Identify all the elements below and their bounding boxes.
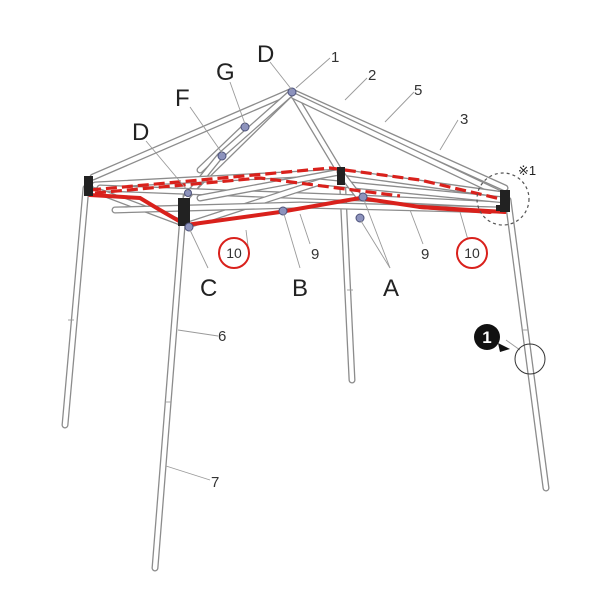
label-part-7: 7 xyxy=(211,474,219,491)
label-d-top: D xyxy=(257,41,274,68)
svg-text:10: 10 xyxy=(464,245,480,261)
svg-text:1: 1 xyxy=(482,328,491,347)
label-b: B xyxy=(292,275,308,302)
leader-lines xyxy=(145,57,521,481)
leg-back-left xyxy=(61,184,90,429)
joint-f xyxy=(217,151,227,161)
step-badge-1: 1 xyxy=(474,324,510,352)
label-part-1: 1 xyxy=(331,49,339,66)
detail-ring-leg xyxy=(514,343,546,375)
bracket-back-middle xyxy=(337,167,345,185)
bracket-front-left xyxy=(178,198,190,226)
callout-part-10-right: 10 xyxy=(456,237,488,269)
label-d-side: D xyxy=(132,119,149,146)
joint-d-top xyxy=(287,87,297,97)
label-c: C xyxy=(200,275,217,302)
callout-part-10-left: 10 xyxy=(218,237,250,269)
label-g: G xyxy=(216,59,235,86)
joint-d-side xyxy=(184,189,192,197)
leg-tube-marks xyxy=(68,289,528,403)
label-part-6: 6 xyxy=(218,328,226,345)
label-part-3: 3 xyxy=(460,111,468,128)
joint-a-upper xyxy=(358,192,368,202)
label-part-9-right: 9 xyxy=(421,246,429,263)
label-reference-note: ※1 xyxy=(518,163,536,178)
bracket-back-left xyxy=(84,176,93,196)
label-part-9-left: 9 xyxy=(311,246,319,263)
label-part-5: 5 xyxy=(414,82,422,99)
label-part-2: 2 xyxy=(368,67,376,84)
joint-g xyxy=(240,122,250,132)
corner-brackets xyxy=(84,167,510,226)
label-f: F xyxy=(175,85,190,112)
bracket-front-right xyxy=(500,190,510,212)
svg-text:10: 10 xyxy=(226,245,242,261)
joint-b xyxy=(278,206,288,216)
joint-c xyxy=(184,222,194,232)
joint-a-lower xyxy=(355,213,365,223)
detail-ring-corner xyxy=(476,172,530,226)
label-a: A xyxy=(383,275,399,302)
joints xyxy=(184,87,368,232)
leg-front-left xyxy=(151,198,188,572)
